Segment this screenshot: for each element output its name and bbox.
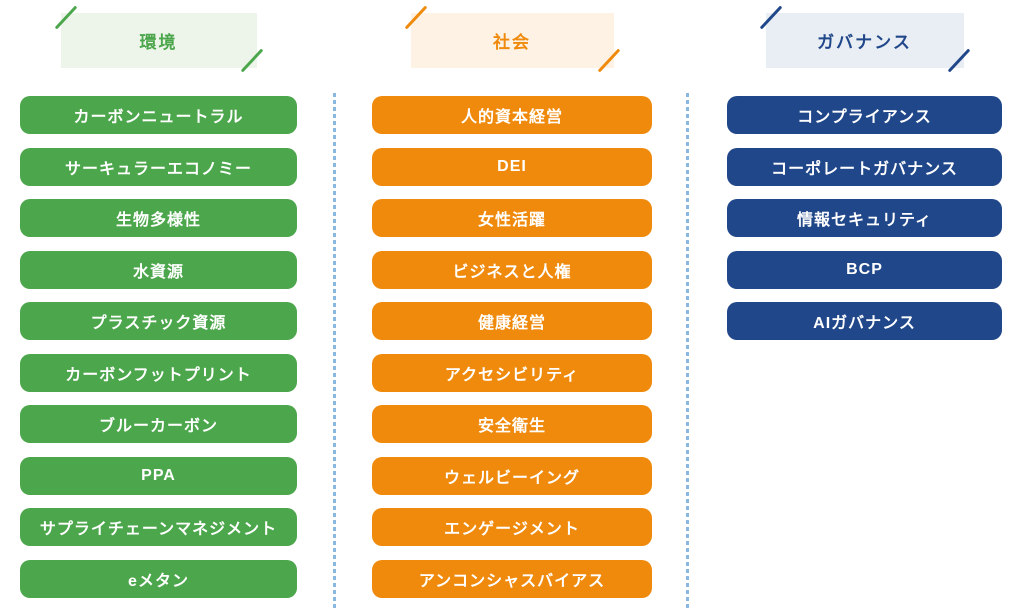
topic-pill[interactable]: 生物多様性	[20, 199, 297, 237]
topic-pill[interactable]: AIガバナンス	[727, 302, 1002, 340]
column-divider	[686, 93, 689, 610]
topic-pill[interactable]: ビジネスと人権	[372, 250, 652, 289]
topic-pill-label: ウェルビーイング	[443, 469, 580, 487]
slash-decoration-icon	[404, 5, 427, 30]
topic-column-environment: 環境 カーボンニュートラル サーキュラーエコノミー 生物多様性 水資源 プラスチ…	[20, 0, 297, 598]
topic-pill[interactable]: アンコンシャスバイアス	[372, 559, 652, 598]
slash-decoration-icon	[759, 5, 782, 30]
slash-decoration-icon	[240, 48, 263, 73]
topic-pill[interactable]: eメタン	[20, 559, 297, 598]
column-header-label: 環境	[139, 33, 178, 52]
topic-pill-label: コーポレートガバナンス	[771, 160, 958, 178]
topic-pill-label: 女性活躍	[477, 212, 546, 229]
topic-pill[interactable]: アクセシビリティ	[372, 353, 652, 392]
topic-pill[interactable]: 安全衛生	[372, 405, 652, 443]
topic-column-social: 社会 人的資本経営 DEI 女性活躍 ビジネスと人権 健康経営 アクセシビリティ…	[372, 0, 652, 598]
topic-pill-label: アクセシビリティ	[444, 366, 580, 384]
column-header: 社会	[404, 5, 620, 73]
topic-pill[interactable]: BCP	[727, 250, 1002, 289]
topic-pill[interactable]: サーキュラーエコノミー	[20, 147, 297, 186]
column-header-label: ガバナンス	[817, 33, 912, 52]
topic-pill[interactable]: 健康経営	[372, 302, 652, 340]
topic-pill-list: カーボンニュートラル サーキュラーエコノミー 生物多様性 水資源 プラスチック資…	[20, 96, 297, 598]
topic-pill[interactable]: コンプライアンス	[727, 96, 1002, 134]
topic-pill-label: 情報セキュリティ	[796, 212, 933, 229]
topic-pill-label: ビジネスと人権	[452, 263, 572, 281]
topic-pill[interactable]: サプライチェーンマネジメント	[20, 508, 297, 546]
topic-pill[interactable]: プラスチック資源	[20, 302, 297, 340]
column-header-label: 社会	[493, 33, 531, 52]
slash-decoration-icon	[597, 48, 620, 73]
topic-pill-label: 水資源	[132, 263, 184, 281]
topic-pill-label: カーボンフットプリント	[65, 366, 252, 384]
topic-pill[interactable]: コーポレートガバナンス	[727, 147, 1002, 186]
topic-pill[interactable]: 人的資本経営	[372, 96, 652, 134]
topic-pill[interactable]: 情報セキュリティ	[727, 199, 1002, 237]
topic-pill-label: コンプライアンス	[797, 109, 932, 126]
topic-pill-list: 人的資本経営 DEI 女性活躍 ビジネスと人権 健康経営 アクセシビリティ 安全…	[372, 96, 652, 598]
topic-pill-label: アンコンシャスバイアス	[418, 572, 606, 590]
topic-pill-label: サプライチェーンマネジメント	[39, 521, 278, 538]
topic-pill[interactable]: ブルーカーボン	[20, 405, 297, 443]
topic-pill-label: カーボンニュートラル	[73, 109, 244, 126]
topic-pill[interactable]: ウェルビーイング	[372, 456, 652, 495]
topic-pill-label: 安全衛生	[477, 418, 546, 435]
topic-pill[interactable]: DEI	[372, 147, 652, 186]
topic-pill-label: サーキュラーエコノミー	[64, 160, 252, 178]
topic-pill[interactable]: エンゲージメント	[372, 508, 652, 546]
topic-pill-label: AIガバナンス	[813, 315, 916, 332]
topic-pill[interactable]: カーボンフットプリント	[20, 353, 297, 392]
slash-decoration-icon	[947, 48, 970, 73]
topic-pill-label: PPA	[141, 466, 176, 484]
topic-pill-label: ブルーカーボン	[98, 418, 218, 435]
column-header: ガバナンス	[759, 5, 970, 73]
topic-pill-label: エンゲージメント	[444, 521, 580, 538]
topic-pill-label: eメタン	[128, 572, 189, 590]
topic-pill-label: BCP	[846, 260, 883, 278]
topic-pill-label: 健康経営	[477, 315, 546, 332]
topic-pill[interactable]: 水資源	[20, 250, 297, 289]
topic-pill-label: 生物多様性	[115, 212, 201, 229]
topic-column-governance: ガバナンス コンプライアンス コーポレートガバナンス 情報セキュリティ BCP …	[727, 0, 1002, 340]
topic-pill-label: DEI	[497, 157, 527, 175]
topic-pill-list: コンプライアンス コーポレートガバナンス 情報セキュリティ BCP AIガバナン…	[727, 96, 1002, 340]
column-divider	[333, 93, 336, 610]
slash-decoration-icon	[54, 5, 77, 30]
topic-pill[interactable]: 女性活躍	[372, 199, 652, 237]
topic-pill[interactable]: カーボンニュートラル	[20, 96, 297, 134]
topic-pill[interactable]: PPA	[20, 456, 297, 495]
column-header: 環境	[54, 5, 263, 73]
topic-pill-label: 人的資本経営	[460, 109, 563, 126]
topic-pill-label: プラスチック資源	[90, 315, 227, 332]
